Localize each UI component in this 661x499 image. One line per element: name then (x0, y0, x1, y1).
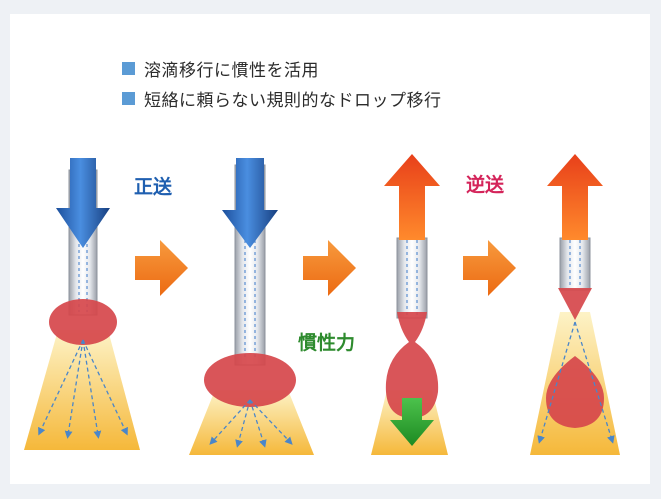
label-forward-feed: 正送 (134, 176, 173, 198)
bullet-item-1: 溶滴移行に慣性を活用 (122, 56, 319, 81)
droplet (49, 299, 117, 345)
down-green-arrow-icon (390, 398, 434, 446)
bullet-item-2: 短絡に頼らない規則的なドロップ移行 (122, 86, 442, 111)
bullet-square-icon (122, 61, 135, 75)
droplet (204, 353, 296, 407)
dashed-arc-lines (38, 339, 128, 439)
arc-cone (189, 390, 314, 455)
wire (396, 237, 428, 319)
stage-1 (24, 158, 140, 450)
down-blue-arrow-icon (222, 158, 278, 248)
dashed-arc-lines (209, 399, 293, 448)
label-reverse-feed: 逆送 (466, 174, 505, 196)
right-orange-arrow-icon (463, 240, 516, 296)
right-orange-arrow-icon (303, 240, 356, 296)
bullet-text-2: 短絡に頼らない規則的なドロップ移行 (144, 90, 442, 111)
up-red-arrow-icon (384, 154, 440, 240)
wire (559, 237, 591, 291)
arc-cone (24, 330, 140, 450)
up-red-arrow-icon (547, 154, 603, 240)
right-orange-arrow-icon (135, 240, 188, 296)
stage-3 (371, 154, 448, 455)
label-inertia: 慣性力 (298, 332, 356, 354)
necking-droplet (385, 312, 439, 418)
bullet-square-icon (122, 91, 135, 105)
bullet-text-1: 溶滴移行に慣性を活用 (144, 60, 319, 81)
wire-tip-droplet (558, 288, 592, 320)
stage-4 (530, 154, 620, 455)
down-blue-arrow-icon (56, 158, 110, 248)
stage-2 (189, 158, 314, 455)
detached-droplet (546, 356, 604, 428)
